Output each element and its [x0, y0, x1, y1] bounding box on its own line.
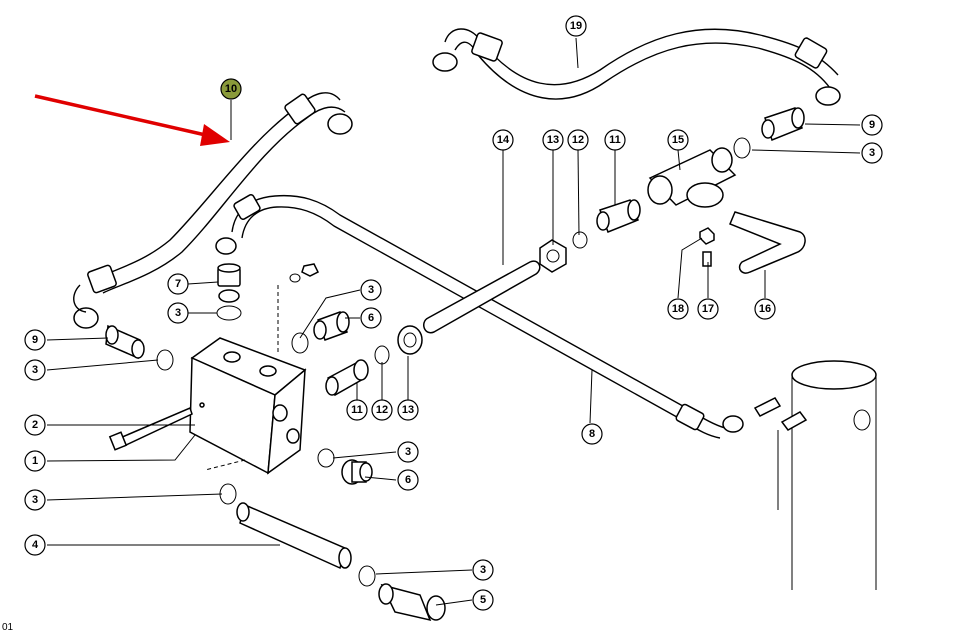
svg-text:6: 6 — [368, 312, 374, 324]
svg-text:14: 14 — [497, 134, 510, 146]
svg-text:18: 18 — [672, 303, 684, 315]
callout-6: 6 — [360, 307, 382, 329]
fitting-7 — [217, 263, 241, 303]
callout-8: 8 — [581, 423, 603, 445]
valve-block-1 — [189, 337, 307, 475]
bolt-2 — [108, 406, 193, 451]
washer-3-top — [216, 305, 242, 321]
callout-12: 12 — [371, 399, 393, 421]
callout-10: 10 — [220, 78, 242, 100]
callout-9: 9 — [24, 329, 46, 351]
svg-text:13: 13 — [402, 404, 414, 416]
callout-14: 14 — [492, 129, 514, 151]
washer-3-bottom — [358, 565, 376, 587]
svg-text:16: 16 — [759, 303, 771, 315]
callout-3: 3 — [861, 142, 883, 164]
callout-2: 2 — [24, 414, 46, 436]
svg-text:3: 3 — [32, 364, 38, 376]
svg-text:6: 6 — [405, 474, 411, 486]
svg-text:19: 19 — [570, 20, 582, 32]
washer-3-lower — [219, 483, 237, 505]
svg-text:3: 3 — [32, 494, 38, 506]
handle-16 — [729, 211, 806, 274]
svg-text:17: 17 — [702, 303, 714, 315]
washer-12-bottom — [374, 345, 390, 365]
svg-text:8: 8 — [589, 428, 595, 440]
svg-text:2: 2 — [32, 419, 38, 431]
callout-6: 6 — [397, 469, 419, 491]
callout-7: 7 — [167, 273, 189, 295]
svg-text:15: 15 — [672, 134, 684, 146]
nut-13-top — [539, 239, 567, 273]
coupling-5 — [378, 583, 446, 622]
washer-3-right-top — [733, 137, 751, 159]
svg-text:11: 11 — [609, 134, 621, 146]
washer-3-right — [317, 448, 335, 468]
callout-5: 5 — [472, 589, 494, 611]
svg-text:11: 11 — [351, 404, 363, 416]
valve-15 — [647, 147, 737, 208]
callout-3: 3 — [167, 302, 189, 324]
svg-text:10: 10 — [225, 83, 237, 95]
fitting-9-left — [105, 324, 145, 360]
svg-text:3: 3 — [405, 446, 411, 458]
fitting-9-right — [761, 107, 805, 141]
callout-12: 12 — [567, 129, 589, 151]
fitting-11-top — [596, 199, 641, 233]
washer-12-top — [572, 231, 588, 249]
nut-18 — [699, 227, 715, 245]
screw-17 — [702, 251, 712, 267]
callout-3: 3 — [360, 279, 382, 301]
callout-4: 4 — [24, 534, 46, 556]
nut-13-bottom — [397, 325, 423, 355]
fitting-11-bottom — [325, 359, 369, 397]
callout-9: 9 — [861, 114, 883, 136]
callout-17: 17 — [697, 298, 719, 320]
svg-text:3: 3 — [368, 284, 374, 296]
callout-19: 19 — [565, 15, 587, 37]
red-arrow — [34, 94, 230, 146]
washer-3-mid — [291, 332, 309, 354]
rod-14 — [423, 260, 541, 334]
svg-text:3: 3 — [869, 147, 875, 159]
callout-15: 15 — [667, 129, 689, 151]
svg-text:5: 5 — [480, 594, 486, 606]
callout-18: 18 — [667, 298, 689, 320]
tank-cylinder — [753, 360, 877, 590]
callout-11: 11 — [604, 129, 626, 151]
fitting-6-top — [313, 311, 350, 341]
callout-3: 3 — [397, 441, 419, 463]
callout-13: 13 — [542, 129, 564, 151]
washer-3-left — [156, 349, 174, 371]
svg-text:3: 3 — [480, 564, 486, 576]
callout-13: 13 — [397, 399, 419, 421]
callout-1: 1 — [24, 450, 46, 472]
pipe-10 — [73, 92, 353, 329]
svg-text:12: 12 — [572, 134, 584, 146]
leader-lines — [46, 37, 861, 606]
svg-text:9: 9 — [869, 119, 875, 131]
svg-text:12: 12 — [376, 404, 388, 416]
svg-text:7: 7 — [175, 278, 181, 290]
pipe-8 — [215, 194, 744, 439]
svg-text:4: 4 — [32, 539, 39, 551]
plug-6-bottom — [341, 459, 373, 485]
fitting-4 — [236, 502, 352, 570]
svg-text:13: 13 — [547, 134, 559, 146]
callout-3: 3 — [472, 559, 494, 581]
page-edge-text: 01 — [2, 622, 14, 633]
svg-text:9: 9 — [32, 334, 38, 346]
svg-text:3: 3 — [175, 307, 181, 319]
callout-16: 16 — [754, 298, 776, 320]
callout-3: 3 — [24, 359, 46, 381]
callout-11: 11 — [346, 399, 368, 421]
small-parts-top — [289, 263, 320, 283]
svg-text:1: 1 — [32, 455, 38, 467]
pipe-19 — [432, 28, 841, 106]
callout-3: 3 — [24, 489, 46, 511]
